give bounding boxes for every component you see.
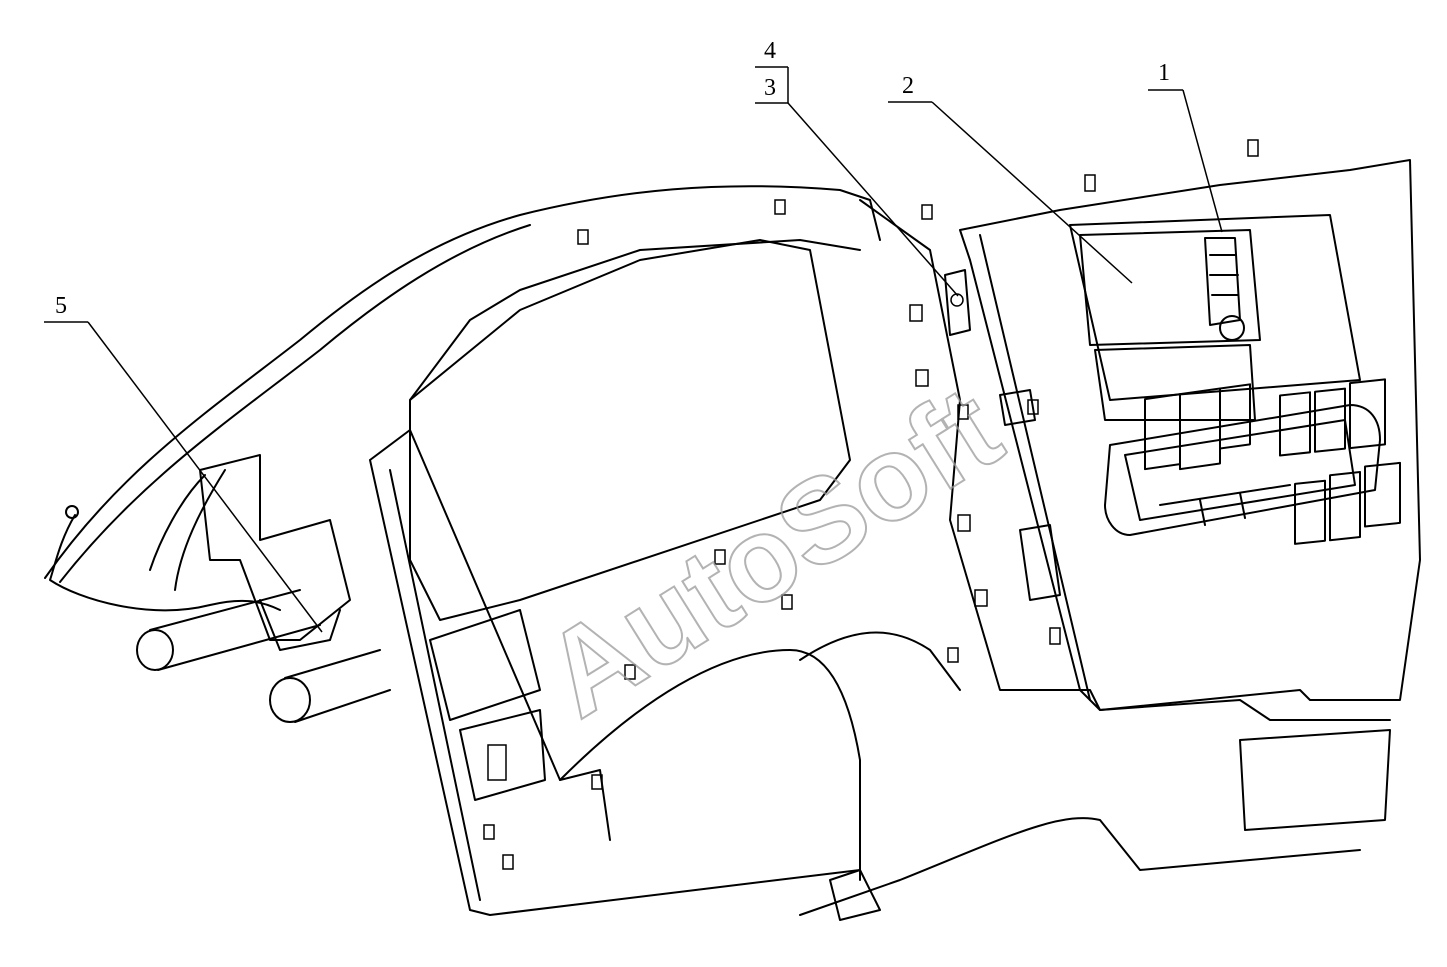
mounting-clips: [483, 139, 1259, 870]
radio-display-unit: [1079, 229, 1261, 421]
center-panel: [859, 199, 1391, 721]
callout-5-label: 5: [55, 293, 67, 319]
steering-support-tube-1: [136, 589, 321, 671]
lower-console: [799, 817, 1361, 916]
steering-support-tube-2: [269, 649, 391, 723]
dashboard-frame-drawing: [44, 139, 1421, 921]
lower-left-switch-block: [429, 609, 546, 801]
callout-3-4: 4 3: [755, 38, 959, 297]
cluster-opening: [409, 239, 851, 621]
lower-glovebox: [1239, 729, 1391, 831]
watermark-logo: AutoSoft: [522, 361, 1023, 743]
callout-2: 2: [888, 73, 1133, 284]
dashboard-top-edge: [44, 185, 881, 579]
climate-control-panel: [1104, 404, 1381, 536]
center-stack-frame: [959, 159, 1421, 711]
callout-5: 5: [44, 293, 323, 633]
callout-2-label: 2: [902, 73, 914, 99]
callout-3-label: 3: [764, 75, 776, 101]
switch-bank: [1144, 378, 1401, 545]
left-bracket: [199, 454, 351, 641]
callout-4-label: 4: [764, 38, 776, 64]
radio-bezel: [1069, 214, 1361, 401]
callout-1: 1: [1148, 60, 1223, 233]
wire-harness: [49, 514, 281, 612]
callout-1-label: 1: [1158, 60, 1170, 86]
